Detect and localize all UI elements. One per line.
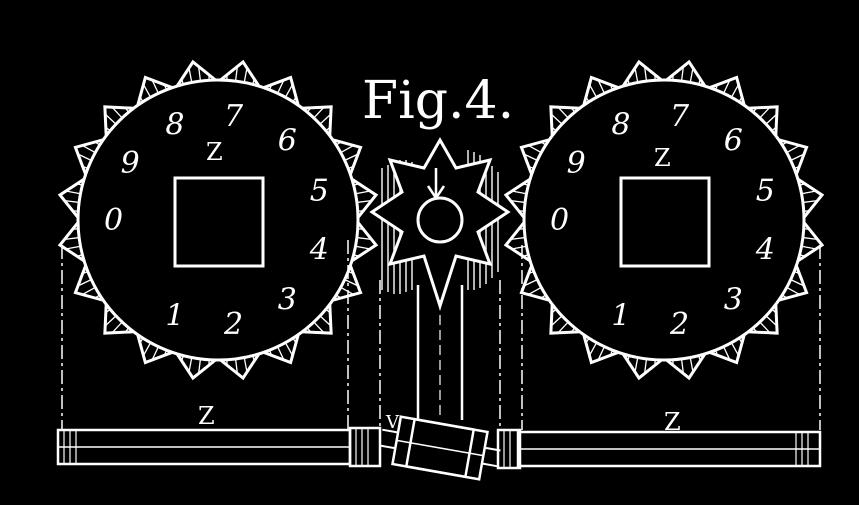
left-wheel-disc [76, 78, 360, 362]
right-digit-6: 6 [724, 124, 743, 159]
tilted-pinion-block [379, 415, 501, 481]
right-wheel-center-label: Z [654, 144, 671, 172]
right-digit-7: 7 [670, 99, 690, 134]
left-shaft-label: Z [198, 402, 215, 430]
pinion-label: V [385, 412, 400, 433]
left-digit-1: 1 [165, 299, 184, 334]
right-gear-wheel: Z 0 9 8 7 6 5 4 3 2 1 [503, 59, 825, 381]
right-digit-5: 5 [756, 173, 775, 208]
left-collar [348, 426, 382, 468]
left-digit-0: 0 [104, 203, 123, 238]
left-digit-2: 2 [223, 307, 243, 342]
right-square-hub [619, 176, 711, 268]
left-digit-7: 7 [224, 99, 244, 134]
right-digit-4: 4 [755, 233, 775, 268]
left-digit-3: 3 [278, 282, 297, 317]
right-wheel-digits: 0 9 8 7 6 5 4 3 2 1 [550, 99, 775, 342]
right-digit-1: 1 [611, 299, 630, 334]
left-digit-4: 4 [309, 233, 329, 268]
bottom-shafts [56, 415, 822, 481]
left-digit-6: 6 [278, 124, 297, 159]
center-pinion-assembly [369, 136, 511, 420]
left-gear-wheel: Z 0 9 8 7 6 5 4 3 2 1 [57, 59, 379, 381]
left-digit-5: 5 [310, 173, 329, 208]
right-digit-2: 2 [669, 307, 689, 342]
right-collar [496, 428, 522, 470]
right-digit-0: 0 [550, 203, 569, 238]
left-digit-8: 8 [165, 107, 184, 142]
left-wheel-center-label: Z [206, 138, 223, 166]
right-wheel-disc [522, 78, 806, 362]
right-digit-8: 8 [611, 107, 630, 142]
right-digit-9: 9 [567, 146, 586, 181]
left-wheel-digits: 0 9 8 7 6 5 4 3 2 1 [104, 99, 329, 342]
right-digit-3: 3 [724, 282, 743, 317]
center-pinion-hole [416, 196, 464, 244]
figure-title: Fig.4. [362, 71, 514, 131]
center-arrow-head [426, 185, 446, 201]
construction-lines [61, 240, 821, 430]
left-digit-9: 9 [121, 146, 140, 181]
left-square-hub [173, 176, 265, 268]
right-shaft-label: Z [664, 408, 681, 436]
